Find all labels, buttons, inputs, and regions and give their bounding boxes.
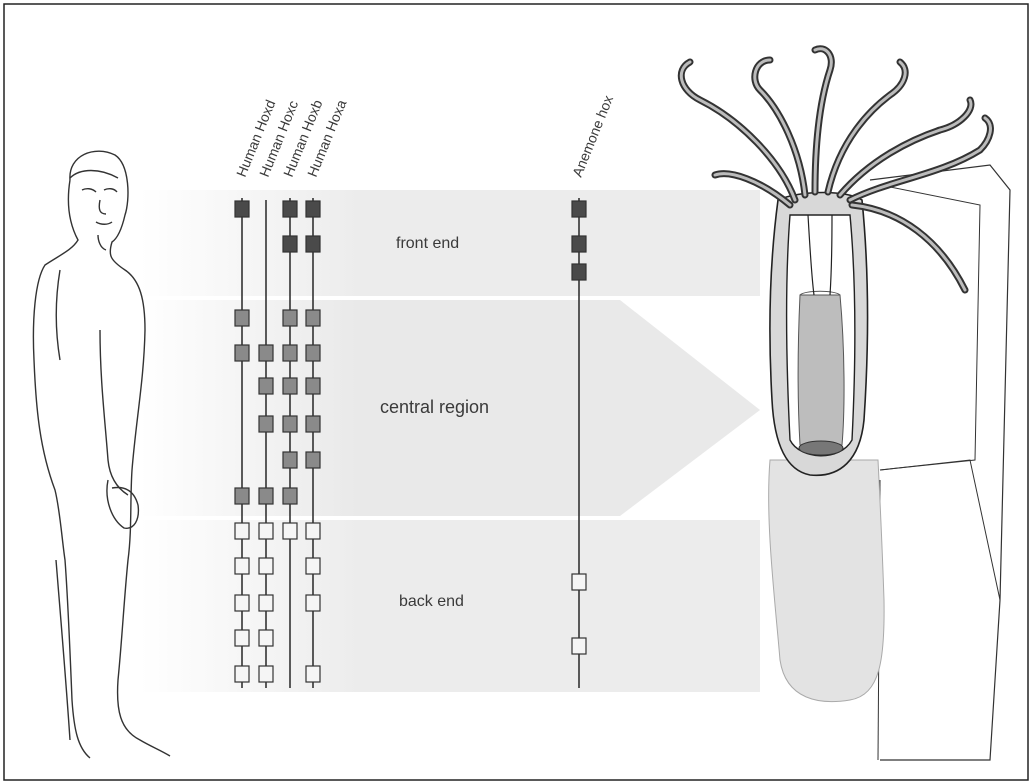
gene-box-hoxd-front — [235, 201, 249, 217]
gene-box-hoxc-back — [259, 558, 273, 574]
gene-box-hoxc-central — [259, 378, 273, 394]
gene-box-hoxa-back — [306, 666, 320, 682]
gene-box-hoxd-back — [235, 558, 249, 574]
gene-box-hoxb-front — [283, 201, 297, 217]
column-labels: Human Hoxd Human Hoxc Human Hoxb Human H… — [233, 93, 616, 179]
gene-box-hoxd-central — [235, 310, 249, 326]
gene-box-hoxd-back — [235, 630, 249, 646]
gene-box-anemone-front — [572, 264, 586, 280]
gene-box-hoxa-central — [306, 378, 320, 394]
gene-box-hoxb-central — [283, 488, 297, 504]
gene-box-hoxa-central — [306, 416, 320, 432]
gene-box-anemone-back — [572, 638, 586, 654]
gene-box-hoxc-back — [259, 666, 273, 682]
gene-box-hoxc-back — [259, 630, 273, 646]
gene-box-hoxa-back — [306, 595, 320, 611]
gene-box-hoxb-back — [283, 523, 297, 539]
gene-box-hoxa-central — [306, 452, 320, 468]
gene-box-hoxa-back — [306, 558, 320, 574]
gene-box-hoxb-central — [283, 345, 297, 361]
gene-box-hoxc-central — [259, 345, 273, 361]
gene-box-anemone-front — [572, 201, 586, 217]
gene-box-hoxa-central — [306, 345, 320, 361]
gene-box-hoxd-back — [235, 523, 249, 539]
gene-box-hoxa-front — [306, 236, 320, 252]
gene-box-hoxb-central — [283, 452, 297, 468]
label-front-end: front end — [396, 235, 459, 252]
label-anemone-hox: Anemone hox — [569, 93, 616, 179]
gene-box-hoxd-back — [235, 595, 249, 611]
gene-box-hoxa-back — [306, 523, 320, 539]
gene-box-hoxc-central — [259, 416, 273, 432]
gene-box-hoxb-central — [283, 416, 297, 432]
gene-box-hoxb-central — [283, 378, 297, 394]
gene-box-anemone-front — [572, 236, 586, 252]
gene-box-hoxc-central — [259, 488, 273, 504]
gene-box-hoxd-back — [235, 666, 249, 682]
region-bands — [140, 190, 760, 692]
gene-box-hoxc-back — [259, 595, 273, 611]
gene-box-hoxd-central — [235, 345, 249, 361]
gene-box-hoxc-back — [259, 523, 273, 539]
gene-box-hoxa-front — [306, 201, 320, 217]
gene-box-hoxd-central — [235, 488, 249, 504]
gene-box-hoxa-central — [306, 310, 320, 326]
label-back-end: back end — [399, 593, 464, 610]
gene-box-anemone-back — [572, 574, 586, 590]
gene-box-hoxb-front — [283, 236, 297, 252]
gene-box-hoxb-central — [283, 310, 297, 326]
label-central-region: central region — [380, 397, 489, 417]
